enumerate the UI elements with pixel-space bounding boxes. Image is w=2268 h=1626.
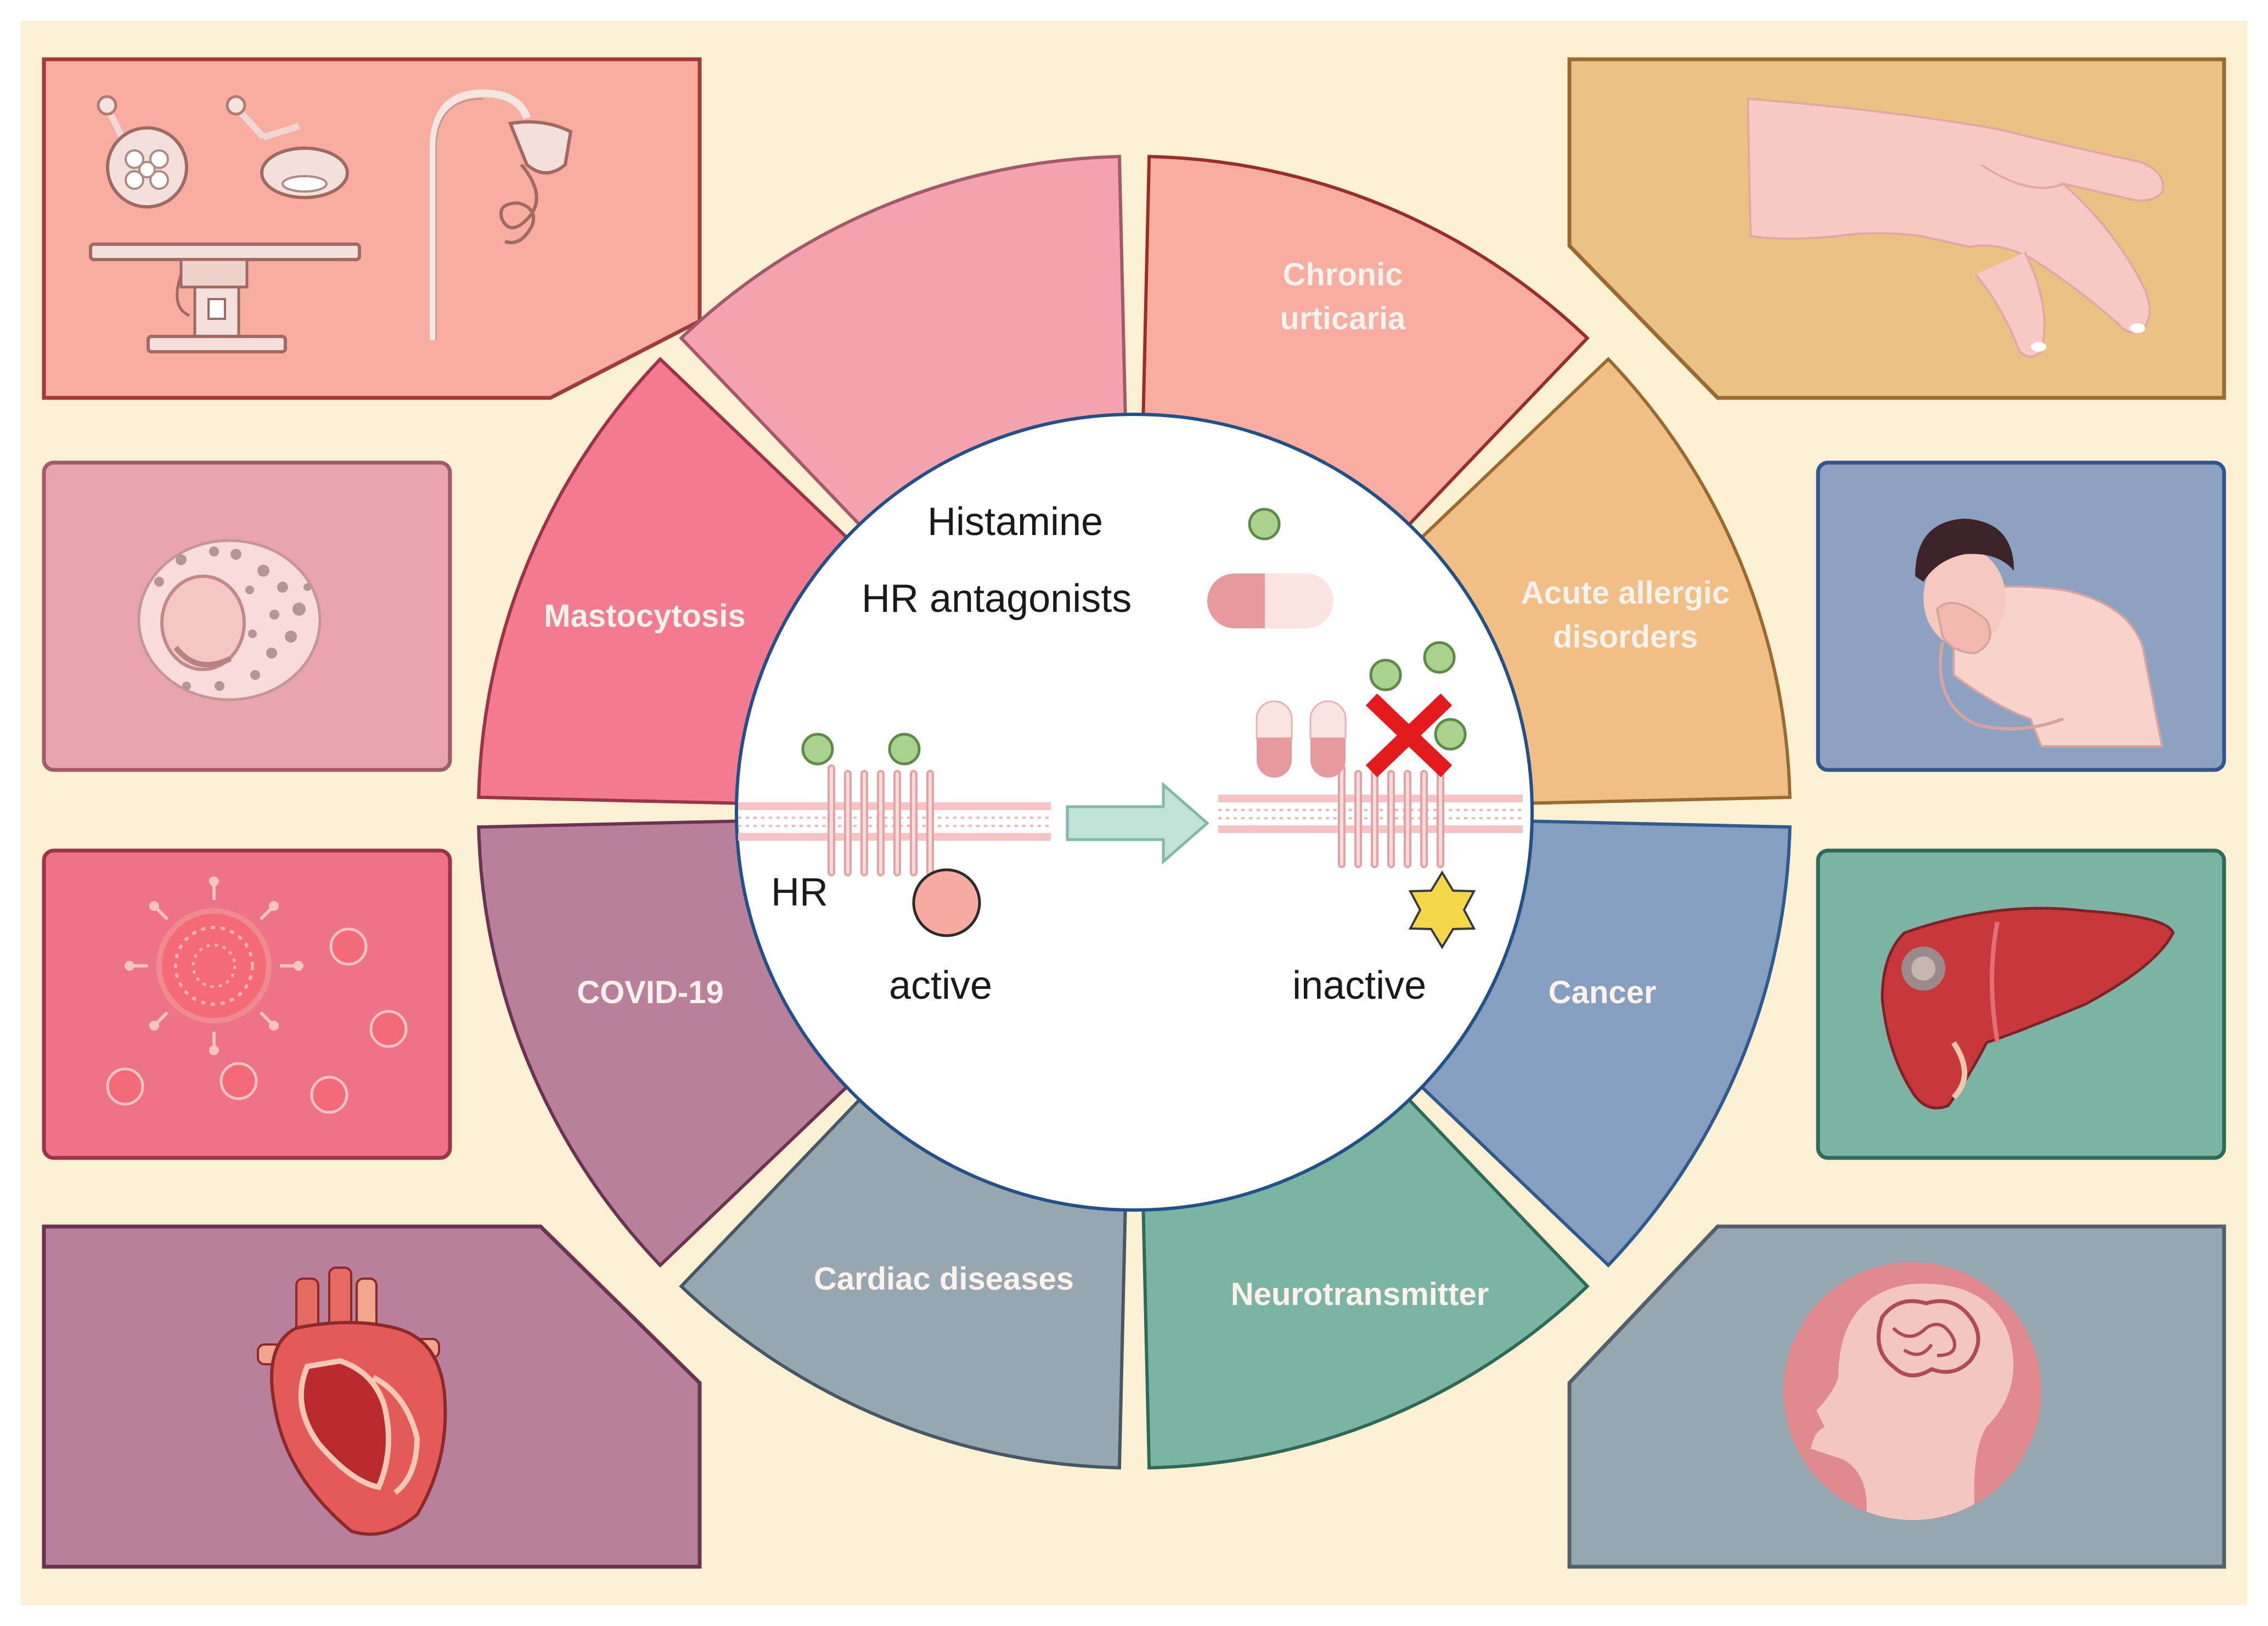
histamine-legend-icon bbox=[1248, 508, 1281, 541]
center-mechanism: Histamine HR antagonists HR active bbox=[735, 413, 1534, 1212]
inactive-label: inactive bbox=[1292, 964, 1426, 1008]
segment-mastocytosis-label: Mastocytosis bbox=[544, 598, 745, 634]
panel-chronic-urticaria bbox=[1567, 57, 2226, 400]
receptor-label: HR bbox=[771, 870, 828, 914]
segment-cancer-label: Cancer bbox=[1549, 975, 1657, 1010]
panel-cardiac-diseases bbox=[42, 1224, 702, 1569]
histamine-free-3 bbox=[1434, 718, 1467, 751]
scratching-hand-icon bbox=[1746, 97, 2164, 358]
g-protein-active bbox=[912, 868, 981, 937]
histamine-free-1 bbox=[1369, 659, 1402, 691]
segment-cardiac-label: Cardiac diseases bbox=[814, 1261, 1074, 1297]
heart-icon bbox=[257, 1267, 447, 1536]
legend-histamine-label: Histamine bbox=[927, 500, 1103, 544]
histamine-bound-1 bbox=[801, 733, 834, 766]
segment-neuro-label: Neurotransmitter bbox=[1231, 1276, 1489, 1312]
antagonist-capsule-1 bbox=[1256, 700, 1293, 778]
segment-allergic-label: disorders bbox=[1553, 619, 1698, 655]
operating-room-icon bbox=[89, 89, 573, 353]
membrane-right bbox=[1218, 795, 1523, 833]
panel-covid-19 bbox=[42, 848, 452, 1160]
receptor-inactive bbox=[1338, 764, 1444, 868]
active-label: active bbox=[889, 964, 992, 1008]
receptor-active bbox=[828, 764, 934, 876]
segment-covid-label: COVID-19 bbox=[577, 975, 724, 1010]
star-icon bbox=[1408, 870, 1476, 949]
liver-tumor-icon bbox=[1881, 907, 2175, 1110]
histamine-free-2 bbox=[1423, 641, 1456, 674]
panel-cancer bbox=[1816, 848, 2226, 1160]
segment-urticaria-label: Chronic bbox=[1282, 257, 1403, 292]
panel-drug-hypersensitivity bbox=[42, 57, 702, 400]
panel-mastocytosis bbox=[42, 460, 452, 772]
legend-antagonists-label: HR antagonists bbox=[862, 577, 1132, 621]
sick-person-icon bbox=[1915, 519, 2164, 747]
antagonist-capsule-2 bbox=[1309, 700, 1347, 778]
segment-urticaria-label: urticaria bbox=[1280, 301, 1406, 336]
transition-arrow bbox=[1066, 781, 1209, 865]
virus-icon bbox=[106, 876, 408, 1114]
panel-neurotransmitter bbox=[1567, 1224, 2226, 1569]
segment-allergic-label: Acute allergic bbox=[1521, 575, 1730, 611]
capsule-icon bbox=[1207, 573, 1333, 628]
histamine-bound-2 bbox=[888, 733, 921, 766]
panel-acute-allergic bbox=[1816, 460, 2226, 772]
mast-cell-icon bbox=[137, 539, 322, 701]
blocked-x-icon bbox=[1365, 693, 1453, 778]
brain-head-icon bbox=[1783, 1262, 2041, 1520]
